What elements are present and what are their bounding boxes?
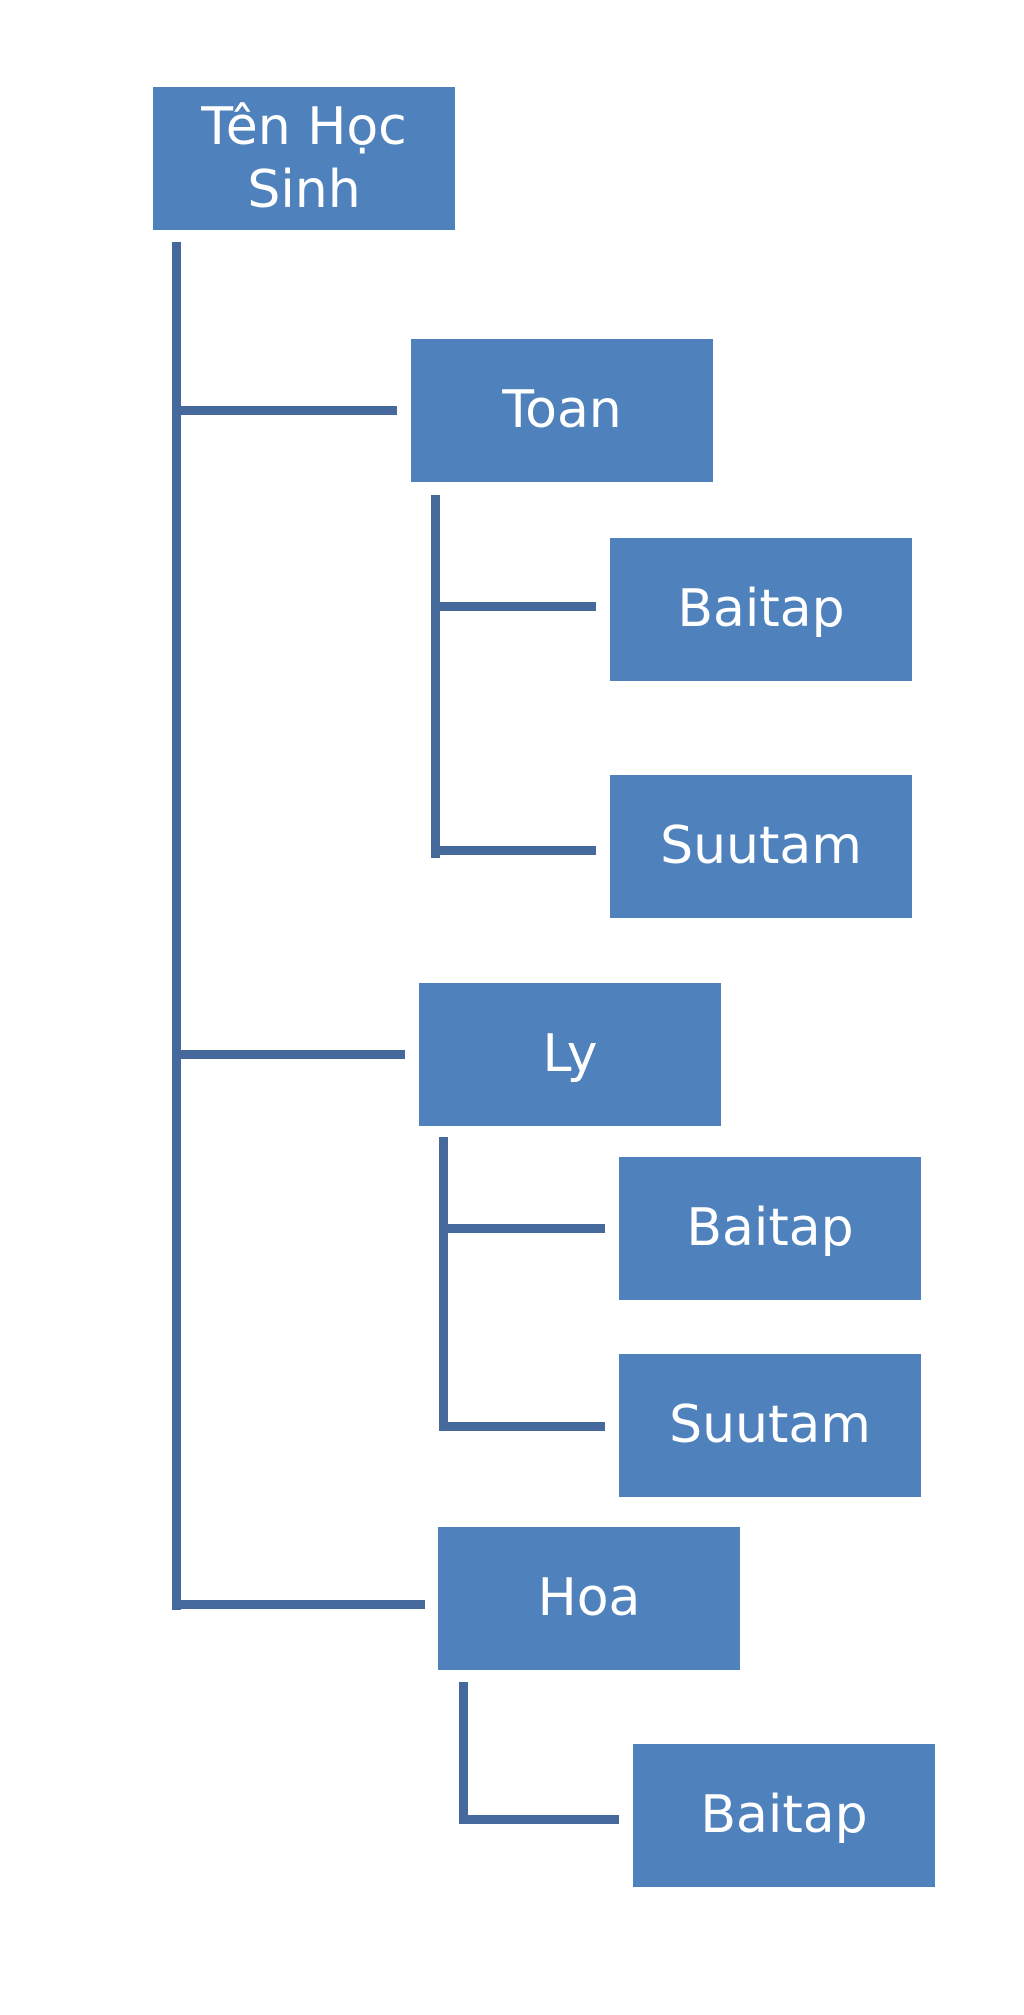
subject-node-toan: Toan <box>411 339 713 482</box>
leaf-node-toan-suutam: Suutam <box>610 775 912 918</box>
ly-to-baitap-connector <box>439 1224 605 1233</box>
root-to-toan-connector <box>172 406 397 415</box>
leaf-node-toan-baitap: Baitap <box>610 538 912 681</box>
ly-trunk-connector <box>439 1137 448 1431</box>
leaf-label: Suutam <box>669 1395 871 1456</box>
toan-trunk-connector <box>431 495 440 858</box>
leaf-node-hoa-baitap: Baitap <box>633 1744 935 1887</box>
leaf-label: Suutam <box>660 816 862 877</box>
leaf-label: Baitap <box>677 579 845 640</box>
hoa-to-baitap-connector <box>459 1815 619 1824</box>
leaf-node-ly-suutam: Suutam <box>619 1354 921 1497</box>
subject-label: Hoa <box>537 1568 641 1629</box>
hoa-trunk-connector <box>459 1682 468 1824</box>
leaf-label: Baitap <box>700 1785 868 1846</box>
root-label-line2: Sinh <box>247 159 361 220</box>
subject-label: Toan <box>502 380 622 441</box>
toan-to-suutam-connector <box>431 846 596 855</box>
subject-node-ly: Ly <box>419 983 721 1126</box>
root-label-line1: Tên Học <box>201 97 407 158</box>
toan-to-baitap-connector <box>431 602 596 611</box>
subject-label: Ly <box>542 1024 598 1085</box>
root-trunk-connector <box>172 242 181 1610</box>
subject-node-hoa: Hoa <box>438 1527 740 1670</box>
root-to-ly-connector <box>172 1050 405 1059</box>
root-to-hoa-connector <box>172 1600 425 1609</box>
ly-to-suutam-connector <box>439 1422 605 1431</box>
leaf-label: Baitap <box>686 1198 854 1259</box>
leaf-node-ly-baitap: Baitap <box>619 1157 921 1300</box>
root-node: Tên Học Sinh <box>153 87 455 230</box>
